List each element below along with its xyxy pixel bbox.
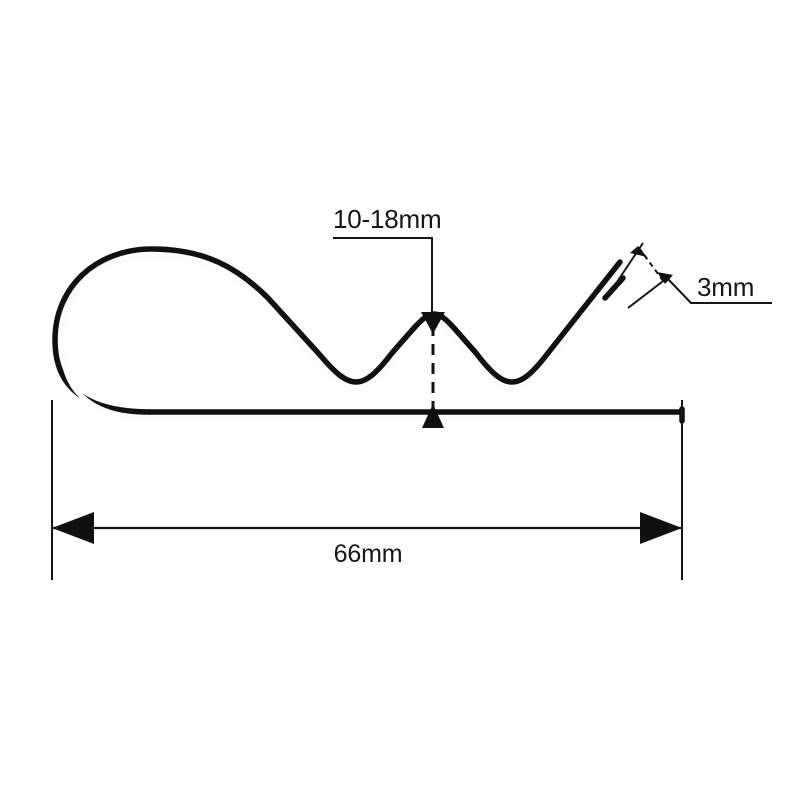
wire-diameter-dimension-label: 3mm — [697, 272, 754, 302]
wire-inner-core — [59, 253, 679, 421]
wire-loop-and-wave-outline — [52, 246, 623, 415]
height-dimension-label: 10-18mm — [333, 204, 441, 234]
wire-outer-silhouette — [52, 246, 685, 415]
wire-loop-and-wave-core — [59, 253, 627, 421]
height-arrowhead-top — [421, 312, 445, 334]
dimension-wire-diameter-3mm: 3mm — [608, 242, 772, 309]
dimension-height-10-18mm: 10-18mm — [333, 204, 445, 428]
height-leader-line — [333, 237, 433, 316]
wire-diameter-leader-line — [667, 278, 772, 304]
wire-diameter-arrowhead-upper — [630, 246, 647, 257]
wire-diameter-arrowhead-lower — [657, 272, 673, 284]
dimension-length-66mm: 66mm — [51, 400, 683, 580]
length-dimension-label: 66mm — [334, 540, 403, 568]
length-arrowhead-right — [640, 512, 682, 544]
height-arrowhead-bottom — [422, 404, 444, 428]
wire-diameter-dashed-measure-line — [638, 247, 665, 283]
length-arrowhead-left — [52, 512, 94, 544]
